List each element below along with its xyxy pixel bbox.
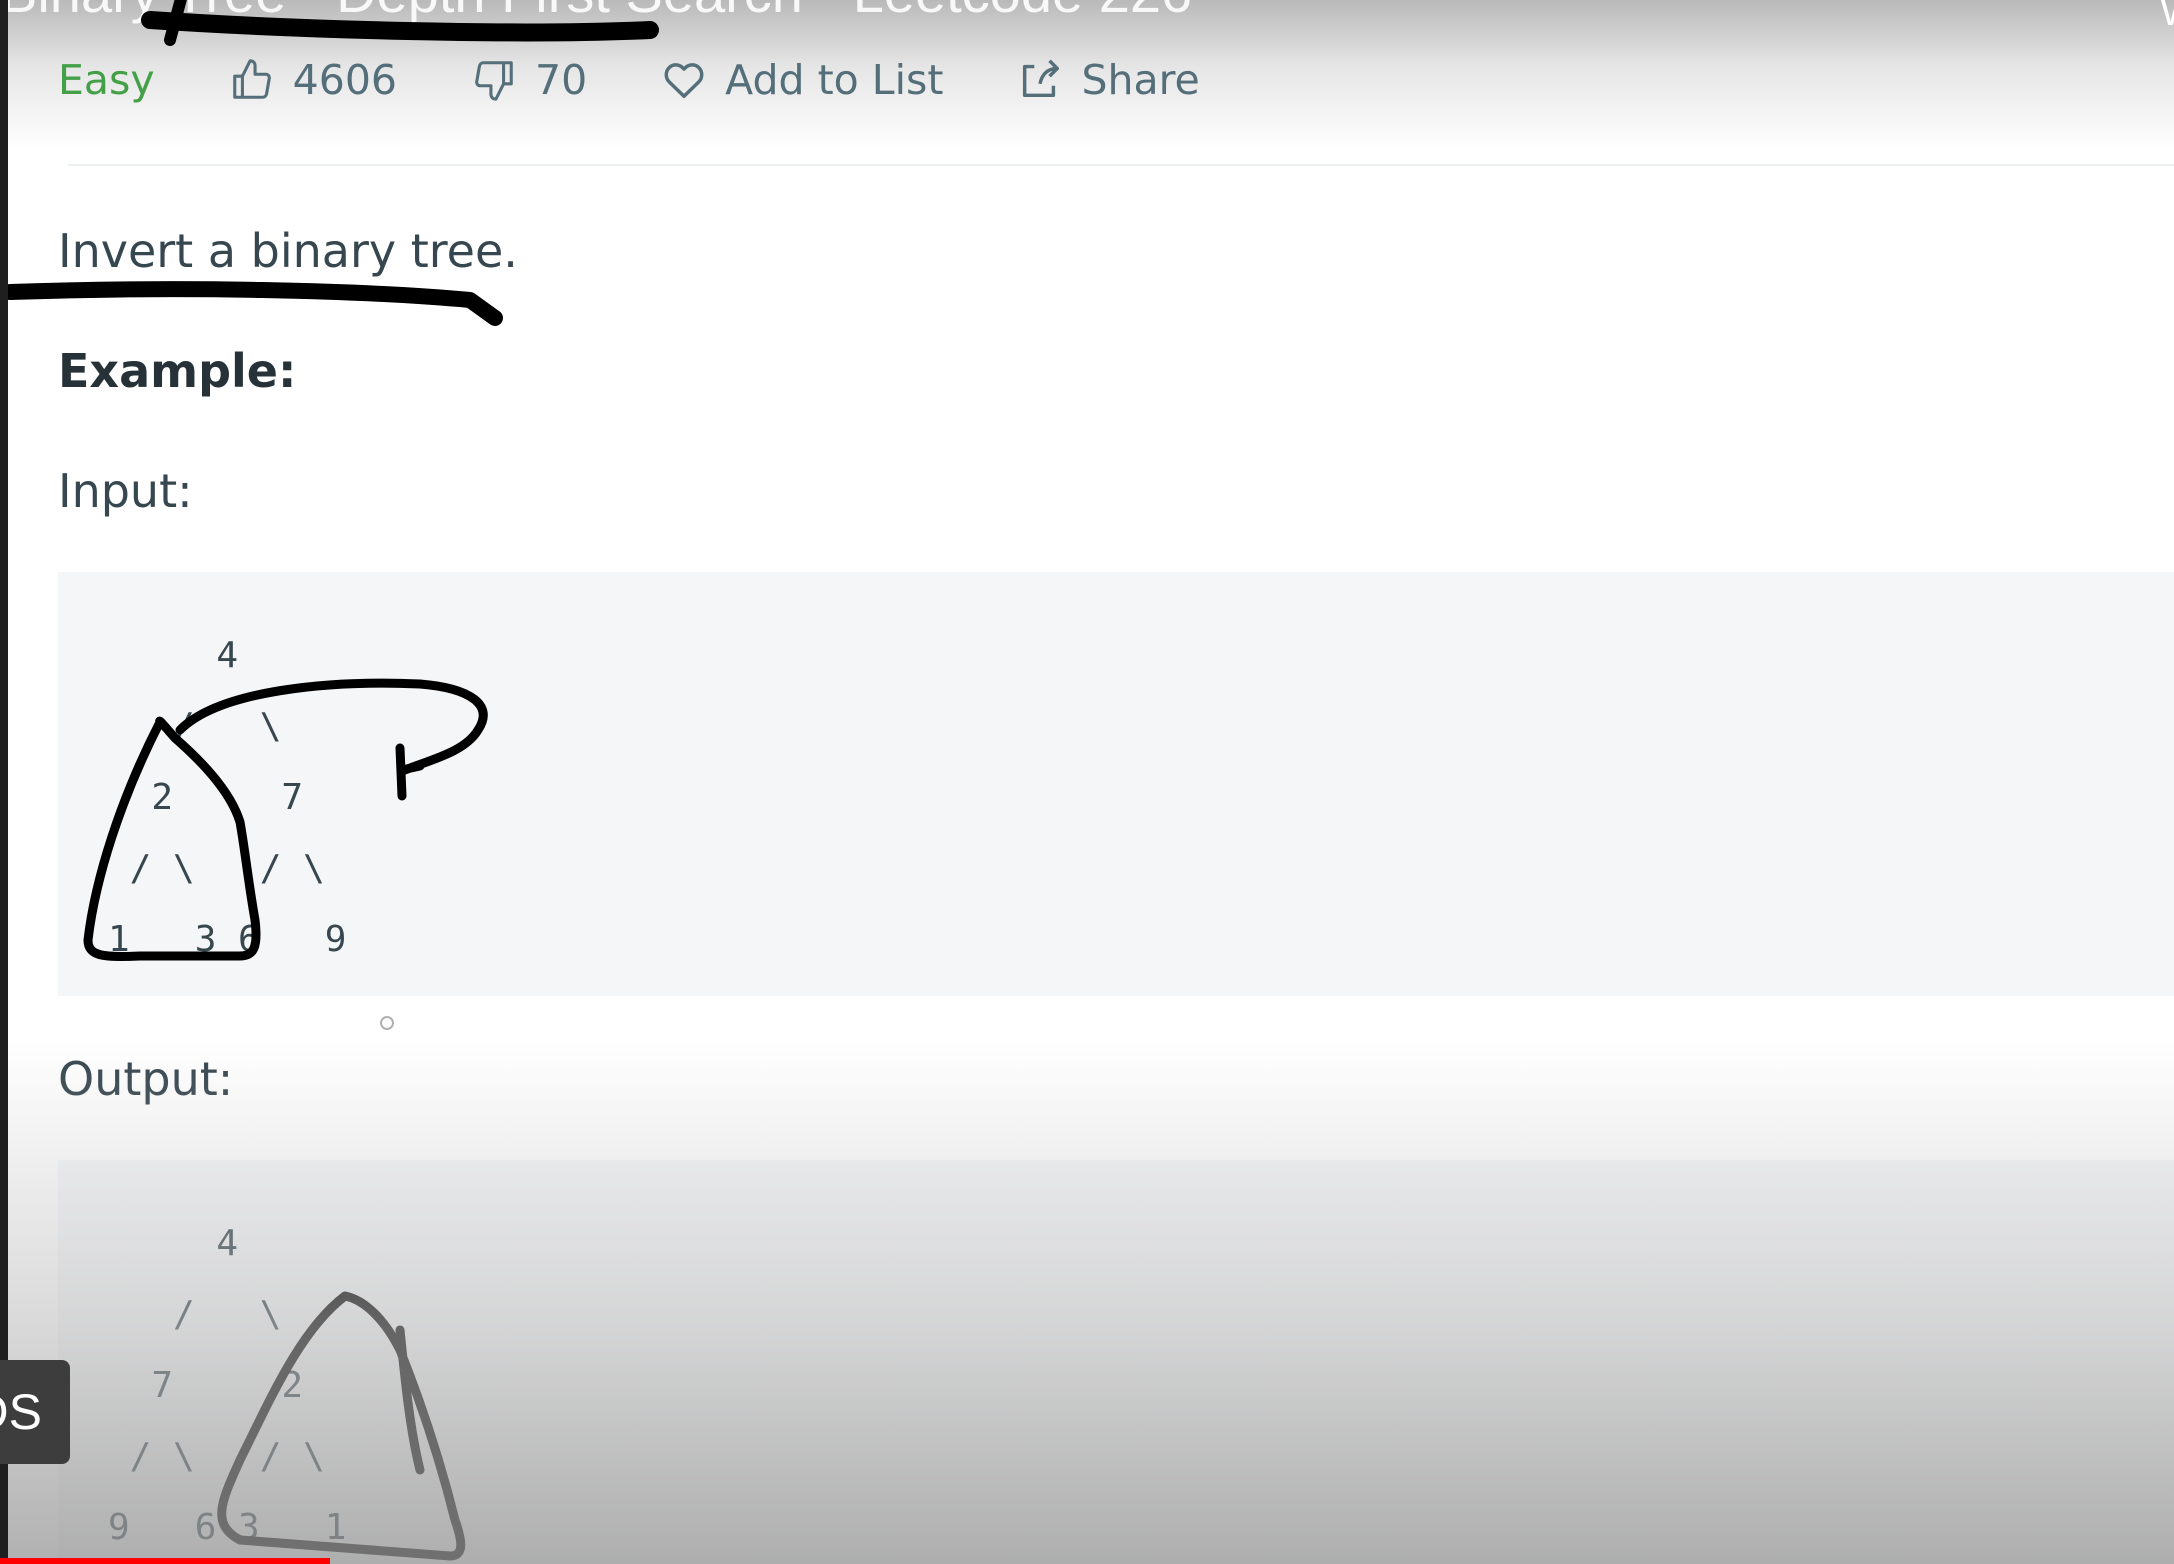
player-overlay-button[interactable]: DS (0, 1360, 70, 1464)
cursor-dot (380, 1016, 394, 1030)
share-icon (1023, 59, 1060, 98)
player-left-edge (0, 0, 8, 1564)
heart-icon (664, 63, 704, 99)
output-tree-block: 4 / \ 7 2 / \ / \ 9 6 3 1 (58, 1160, 2174, 1564)
example-heading: Example: (58, 344, 297, 398)
add-to-list-button[interactable]: Add to List (661, 56, 943, 104)
like-button[interactable]: 4606 (229, 56, 397, 104)
video-title: Binary Tree - Depth First Search - Leetc… (0, 0, 1192, 25)
dislike-count: 70 (535, 56, 588, 104)
input-tree-block: 4 / \ 2 7 / \ / \ 1 3 6 9 (58, 572, 2174, 996)
input-tree: 4 / \ 2 7 / \ / \ 1 3 6 9 (108, 635, 347, 960)
description-underline-ink (2, 281, 503, 326)
problem-description: Invert a binary tree. (58, 224, 518, 278)
input-label: Input: (58, 464, 193, 518)
overlay-button-label: DS (0, 1384, 42, 1440)
video-title-fragment: W (2160, 0, 2174, 35)
output-label: Output: (58, 1052, 234, 1106)
video-progress-bar[interactable] (0, 1558, 330, 1564)
header-divider (68, 164, 2174, 166)
thumbs-up-icon (232, 59, 271, 99)
difficulty-badge: Easy (58, 56, 155, 104)
problem-meta-bar: Easy 4606 70 Add to List Share (58, 52, 1274, 108)
share-button[interactable]: Share (1017, 56, 1200, 104)
output-tree: 4 / \ 7 2 / \ / \ 9 6 3 1 (108, 1223, 347, 1548)
like-count: 4606 (292, 56, 397, 104)
thumbs-down-icon (475, 61, 513, 101)
share-label: Share (1081, 56, 1200, 104)
dislike-button[interactable]: 70 (471, 56, 587, 104)
add-to-list-label: Add to List (725, 56, 944, 104)
